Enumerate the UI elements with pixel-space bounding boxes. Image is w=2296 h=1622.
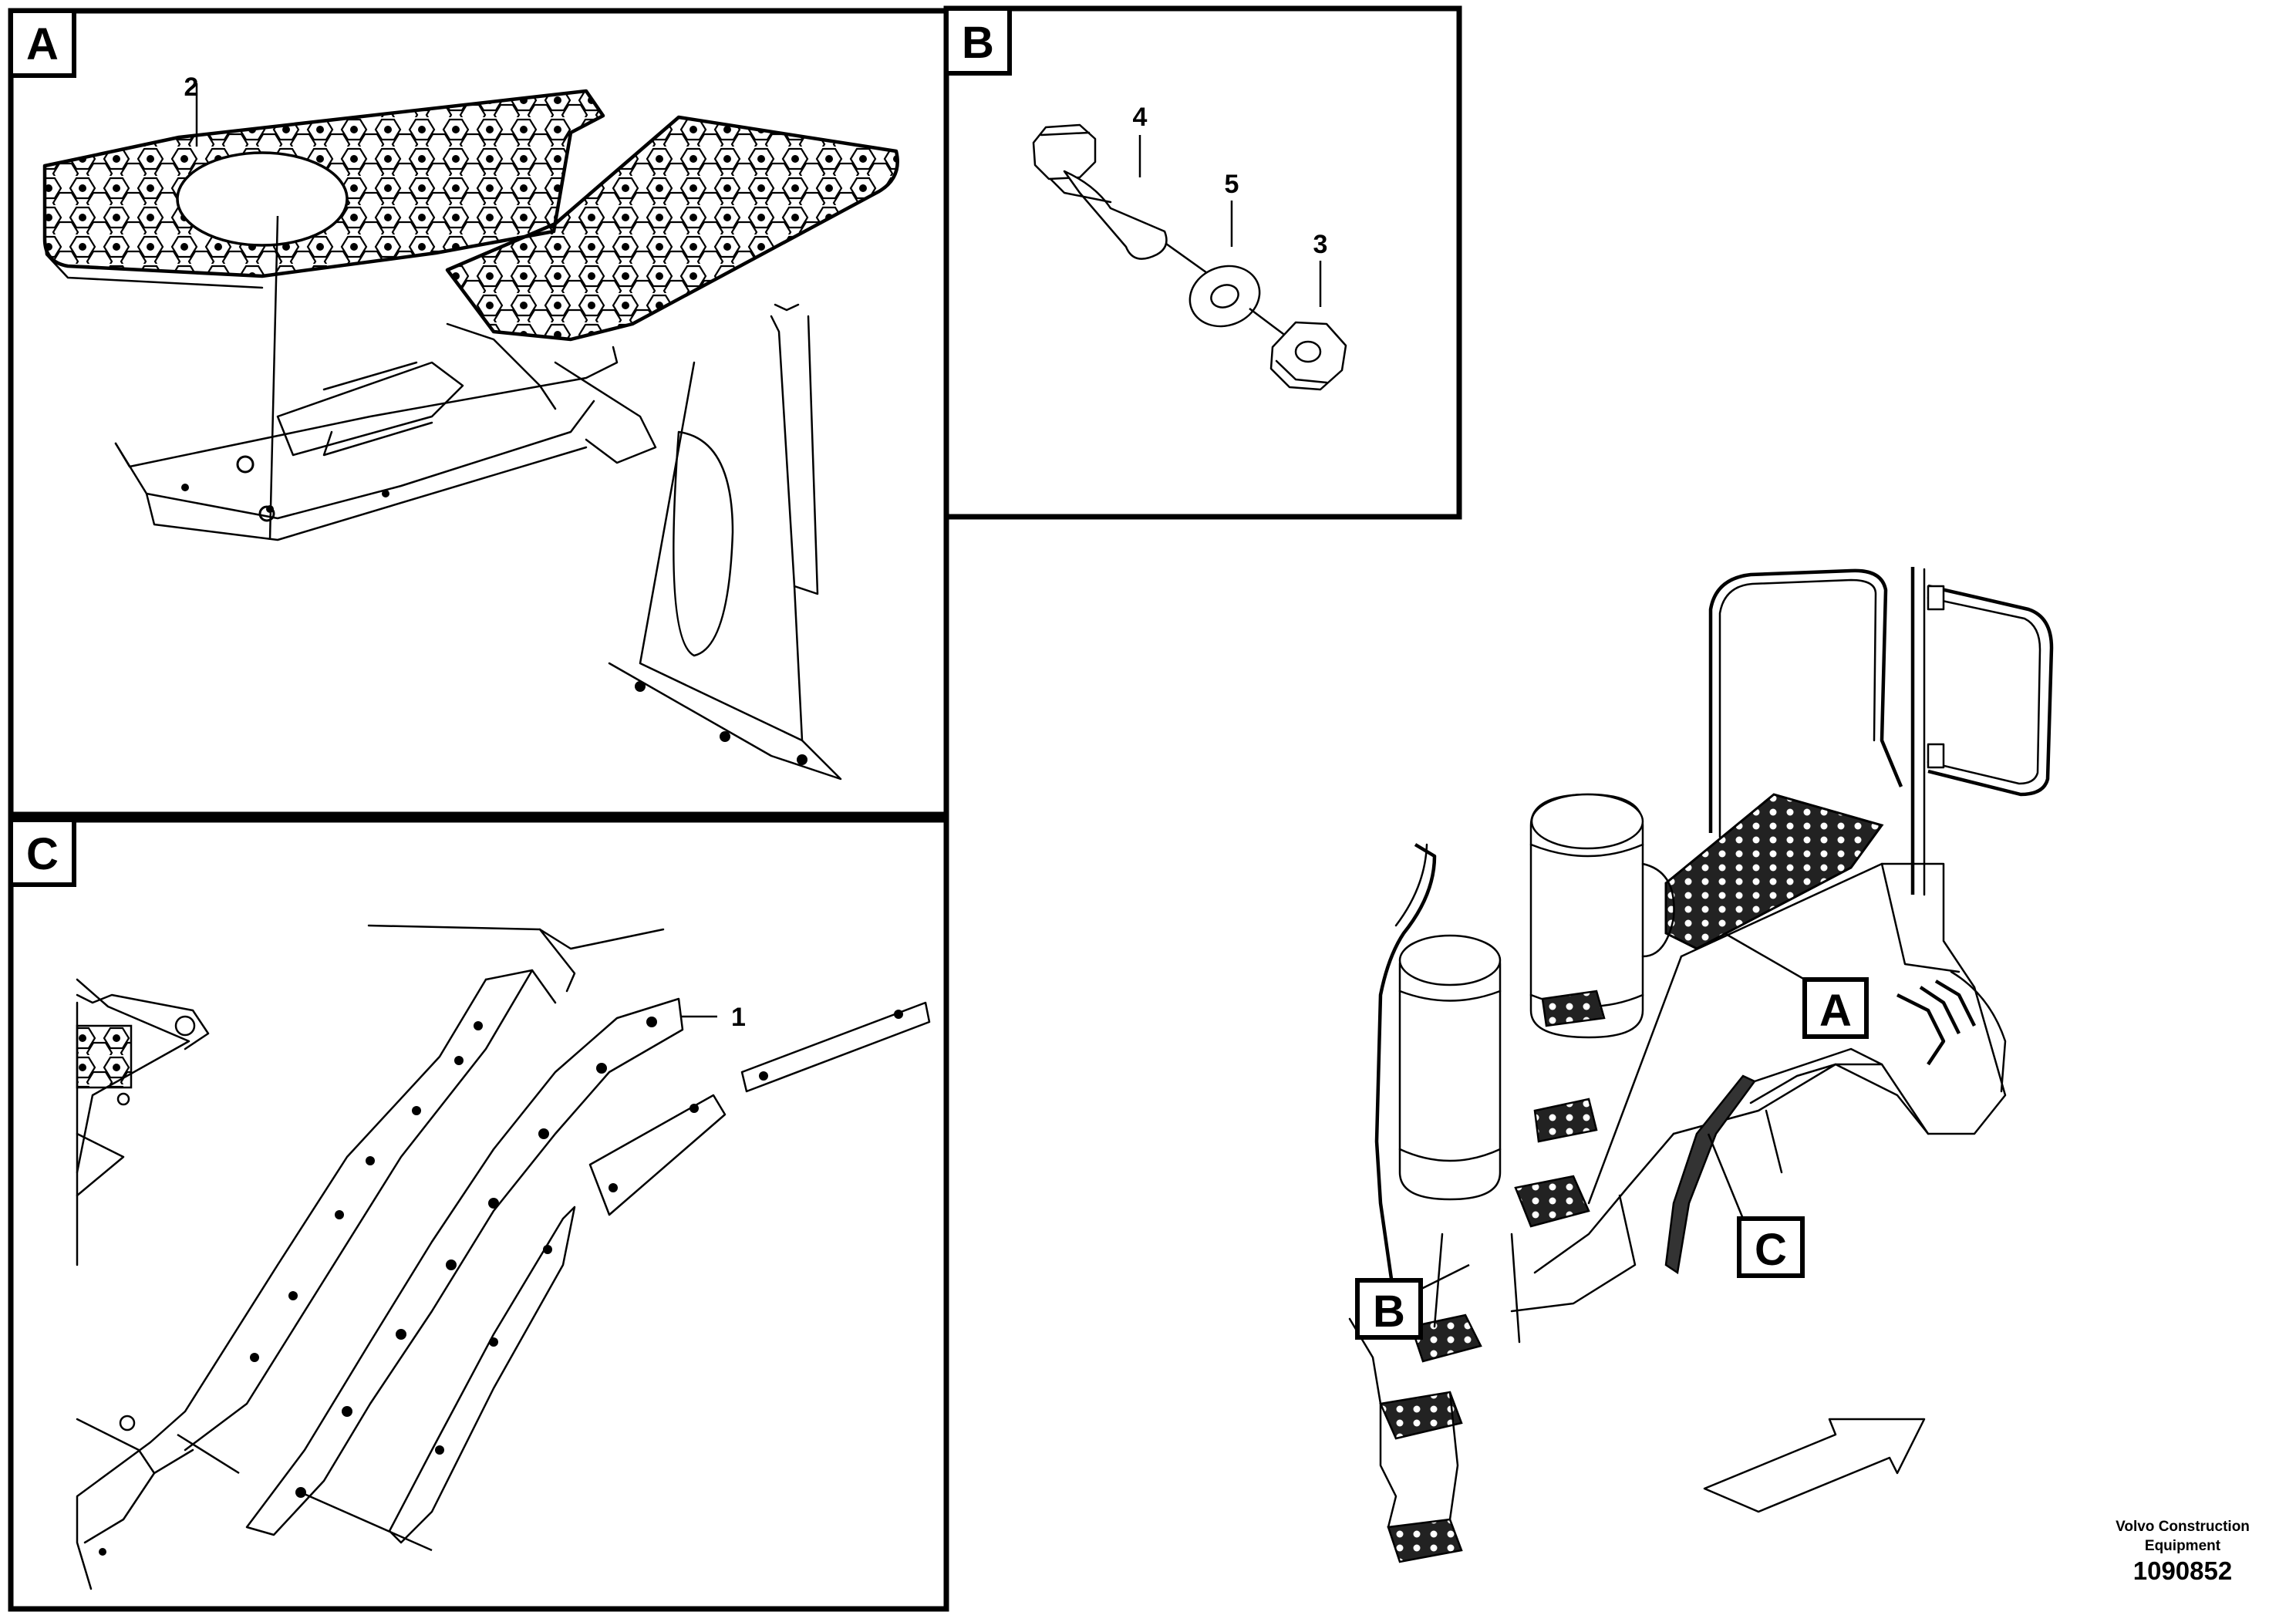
nut-part-callout: 3: [1313, 230, 1328, 259]
overview-tag-a: A: [1802, 977, 1869, 1039]
company-name-line2: Equipment: [2145, 1538, 2221, 1554]
tank-lower: [1398, 934, 1502, 1201]
direction-arrow: [1703, 1418, 1926, 1513]
flange-bolt: [1032, 123, 1168, 260]
panel-a-tag-box: [8, 8, 76, 78]
overview-tag-b: B: [1355, 1278, 1423, 1340]
machine-body: [1510, 862, 2007, 1313]
fender-body: [76, 924, 665, 1590]
frame-bolt-hole: [258, 505, 275, 522]
floor-plate: [42, 89, 899, 342]
panel-b: B 4 5 3: [943, 5, 1462, 520]
drawing-number: 1090852: [2133, 1556, 2232, 1585]
fender-spacers: [388, 1001, 931, 1544]
svg-text:A: A: [1819, 986, 1852, 1036]
svg-text:C: C: [1755, 1225, 1787, 1275]
panel-c-frame: [8, 817, 949, 1612]
washer: [1188, 265, 1261, 328]
panel-b-tag-box: [944, 6, 1012, 76]
panel-c-tag: C: [26, 829, 59, 879]
tank-upper: [1529, 793, 1675, 1039]
panel-a-tag: A: [26, 19, 59, 69]
flange-nut: [1269, 321, 1347, 391]
panel-b-frame: [943, 5, 1462, 520]
screw-part-callout: 4: [1133, 103, 1148, 132]
panel-c-tag-box: [8, 818, 76, 887]
publisher-footer: Volvo Construction Equipment 1090852: [2116, 1519, 2250, 1585]
overview-tag-c: C: [1737, 1216, 1805, 1278]
access-steps: [1348, 990, 1606, 1563]
panel-c: C: [8, 817, 949, 1612]
panel-b-tag: B: [962, 18, 994, 68]
machine-overview: [1348, 567, 2054, 1563]
handrail: [1708, 567, 2054, 896]
plate-cutout-hole: [176, 151, 349, 247]
svg-text:B: B: [1373, 1286, 1405, 1337]
fender-strip: [245, 997, 684, 1536]
panel-a: A: [8, 8, 949, 818]
overview-fender: [1664, 1074, 1756, 1275]
platform-grating: [1664, 793, 1884, 950]
fender-part-callout: 1: [731, 1003, 746, 1032]
side-bracket: [608, 303, 842, 781]
washer-part-callout: 5: [1225, 170, 1239, 199]
company-name-line1: Volvo Construction: [2116, 1519, 2250, 1535]
plate-part-callout: 2: [184, 73, 199, 102]
support-frame: [114, 322, 657, 541]
